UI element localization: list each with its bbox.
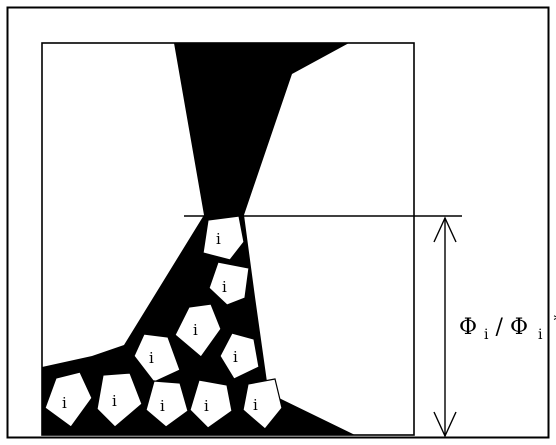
- grain: i: [174, 303, 222, 358]
- grains-group: i i i i i i i i: [44, 215, 283, 430]
- grain-shape: [44, 371, 93, 428]
- grain: i: [44, 371, 93, 428]
- grain-shape: [189, 379, 233, 429]
- outer-frame: [6, 6, 550, 439]
- arrow-head-up-icon: [433, 216, 457, 243]
- grain-label: i: [112, 392, 117, 410]
- grain: i: [242, 378, 283, 430]
- height-label-phi-2: Φ: [510, 315, 528, 340]
- height-label: Φ i / Φ i *: [459, 311, 556, 345]
- grain: i: [208, 261, 250, 306]
- upper-funnel-region: [174, 43, 349, 215]
- grain-shape: [174, 303, 222, 358]
- grain-label: i: [149, 349, 154, 367]
- grain-label: i: [216, 230, 221, 248]
- grain-shape: [242, 378, 283, 430]
- grain: i: [202, 215, 245, 261]
- grain-shape: [133, 333, 181, 383]
- grain: i: [189, 379, 233, 429]
- grain-label: i: [62, 394, 67, 412]
- grain: i: [96, 372, 143, 428]
- grain: i: [145, 380, 189, 428]
- height-label-slash: /: [496, 315, 504, 340]
- height-label-star: *: [553, 311, 556, 330]
- grain-label: i: [204, 397, 209, 415]
- grain-shape: [219, 332, 260, 380]
- grain-label: i: [253, 396, 258, 414]
- grain-shape: [208, 261, 250, 306]
- grain: i: [133, 333, 181, 383]
- height-label-sub-i: i: [484, 327, 489, 343]
- grain-label: i: [160, 397, 165, 415]
- arrow-head-down-icon: [433, 411, 457, 438]
- height-label-sub-i-2: i: [538, 327, 543, 343]
- grain-shape: [96, 372, 143, 428]
- grain-label: i: [193, 321, 198, 339]
- height-label-phi: Φ: [459, 315, 477, 340]
- grain-shape: [202, 215, 245, 261]
- grain-shape: [145, 380, 189, 428]
- height-arrow: [433, 216, 457, 438]
- grain: i: [219, 332, 260, 380]
- grain-label: i: [233, 348, 238, 366]
- grain-label: i: [222, 278, 227, 296]
